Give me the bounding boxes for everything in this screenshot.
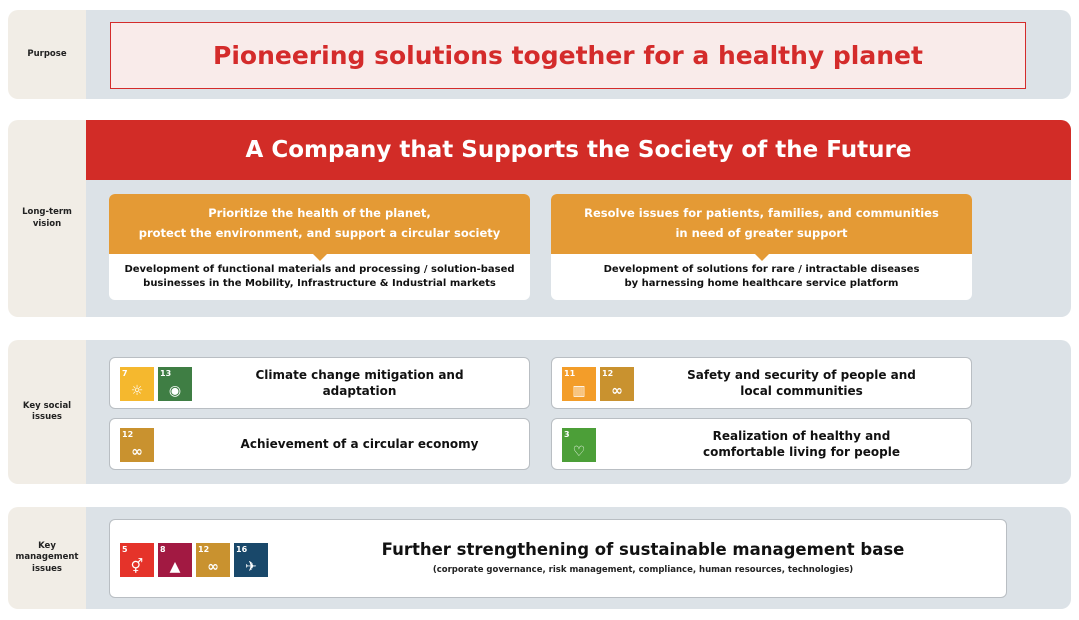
infinity-icon: ∞	[611, 383, 623, 399]
sdg-11-badge: 11 ▥	[562, 367, 596, 401]
dove-icon: ✈	[245, 559, 257, 575]
city-icon: ▥	[572, 383, 586, 399]
sdg-number: 7	[122, 369, 128, 378]
management-card: 5⚥8▲12∞16✈ Further strengthening of sust…	[109, 519, 1007, 598]
infinity-icon: ∞	[131, 444, 143, 460]
eye-globe-icon: ◉	[168, 383, 182, 399]
growth-chart-icon: ▲	[169, 559, 181, 575]
social-issue-card: 3♡ Realization of healthy and comfortable …	[551, 418, 972, 470]
sdg-12-badge: 12 ∞	[196, 543, 230, 577]
sun-icon: ☼	[130, 383, 144, 399]
sdg-3-badge: 3♡	[562, 428, 596, 462]
purpose-statement: Pioneering solutions together for a heal…	[110, 22, 1026, 89]
purpose-label: Purpose	[8, 10, 86, 99]
sdg-16-badge: 16 ✈	[234, 543, 268, 577]
sdg-number: 13	[160, 369, 172, 378]
management-title: Further strengthening of sustainable man…	[381, 540, 905, 559]
sdg-12-badge: 12 ∞	[120, 428, 154, 462]
vision-card-patients: Resolve issues for patients, families, a…	[551, 194, 972, 300]
infinity-icon: ∞	[207, 559, 219, 575]
sdg-12-badge: 12 ∞	[600, 367, 634, 401]
social-issue-text: comfortable living for people	[703, 445, 900, 459]
sdg-number: 12	[198, 545, 210, 554]
social-issue-text: Climate change mitigation and	[255, 367, 464, 382]
social-issue-text: Safety and security of people and	[687, 367, 916, 382]
social-issue-card: 11 ▥ 12 ∞ Safety and security of people and l…	[551, 357, 972, 409]
heartbeat-icon: ♡	[572, 444, 586, 460]
sdg-number: 11	[564, 369, 576, 378]
sdg-13-badge: 13 ◉	[158, 367, 192, 401]
sdg-7-badge: 7☼	[120, 367, 154, 401]
vision-banner: A Company that Supports the Society of t…	[86, 120, 1071, 180]
social-issue-text: adaptation	[322, 384, 397, 398]
sdg-8-badge: 8▲	[158, 543, 192, 577]
sdg-number: 5	[122, 545, 128, 554]
management-subtitle: (corporate governance, risk management, …	[432, 565, 854, 575]
vision-card-planet: Prioritize the health of the planet,prot…	[109, 194, 530, 300]
sdg-5-badge: 5⚥	[120, 543, 154, 577]
social-issue-card: 7☼ 13 ◉ Climate change mitigation and adapta…	[109, 357, 530, 409]
sdg-number: 16	[236, 545, 248, 554]
sdg-number: 12	[602, 369, 614, 378]
social-issue-text: Realization of healthy and	[712, 428, 891, 443]
social-issue-text: Achievement of a circular economy	[240, 436, 479, 451]
sdg-number: 8	[160, 545, 166, 554]
social-issue-card: 12 ∞ Achievement of a circular economy	[109, 418, 530, 470]
gender-icon: ⚥	[130, 559, 144, 575]
social-issue-text: local communities	[740, 384, 863, 398]
sdg-number: 12	[122, 430, 134, 439]
sdg-number: 3	[564, 430, 570, 439]
